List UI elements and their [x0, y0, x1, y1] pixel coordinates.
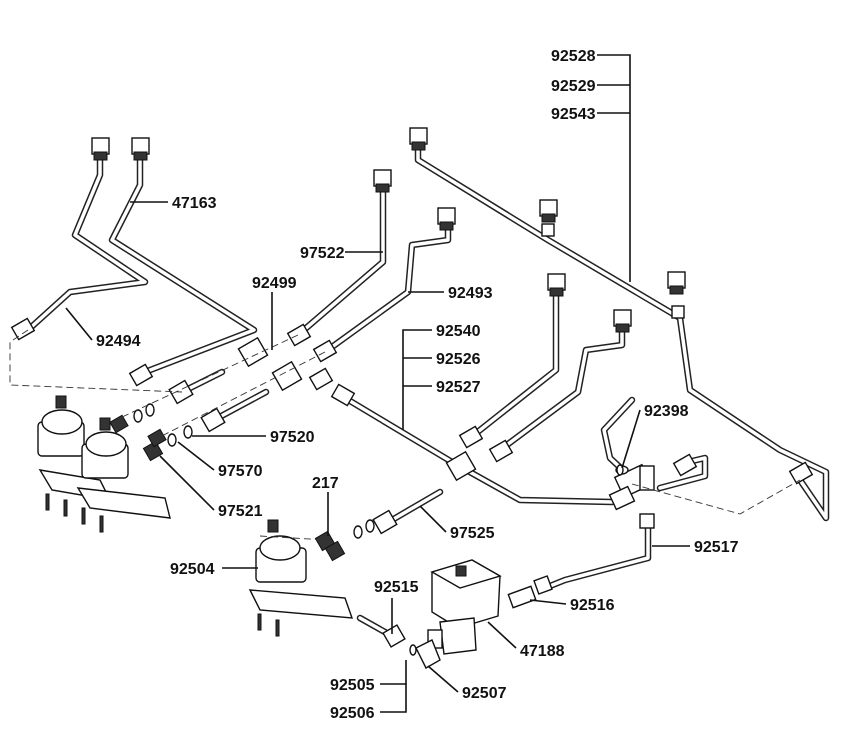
part-label-92526: 92526 [436, 351, 481, 368]
fitting-92516 [507, 575, 553, 609]
top-fitting [613, 309, 632, 333]
tube-92517 [541, 518, 652, 592]
tube-92398 [600, 396, 636, 476]
part-label-92528: 92528 [551, 48, 596, 65]
dashed-reference-lines [9, 329, 801, 541]
part-label-92504: 92504 [170, 561, 215, 578]
tube-92528 [414, 141, 830, 522]
part-label-92516: 92516 [570, 597, 615, 614]
fitting-97521 [109, 414, 346, 562]
tube-92493 [321, 221, 452, 356]
part-label-92527: 92527 [436, 379, 481, 396]
part-label-92529: 92529 [551, 78, 596, 95]
pump-92504-right [76, 417, 171, 519]
part-label-97521: 97521 [218, 503, 263, 520]
part-label-92506: 92506 [330, 705, 375, 722]
part-label-92507: 92507 [462, 685, 507, 702]
part-label-92517: 92517 [694, 539, 739, 556]
part-label-47163: 47163 [172, 195, 217, 212]
nut-fitting [10, 317, 814, 529]
solenoid-valve-47188 [427, 559, 502, 655]
part-label-47188: 47188 [520, 643, 565, 660]
pump-92504-lower [248, 519, 354, 619]
part-label-92493: 92493 [448, 285, 493, 302]
tube-92540 [336, 391, 616, 506]
part-labels: 92528 92529 92543 47163 97522 92499 9249… [96, 48, 739, 722]
top-fitting [539, 199, 558, 223]
top-fitting [437, 207, 456, 231]
tube-97522 [294, 186, 387, 339]
part-label-92398: 92398 [644, 403, 689, 420]
part-label-97520: 97520 [270, 429, 315, 446]
part-label-92494: 92494 [96, 333, 141, 350]
screw [45, 493, 280, 637]
tee-fitting [541, 223, 685, 319]
valve-assembly-92398 [608, 463, 655, 511]
top-fitting [91, 137, 110, 161]
part-label-92540: 92540 [436, 323, 481, 340]
top-fitting [547, 273, 566, 297]
tube-92526 [466, 291, 560, 442]
top-fitting [409, 127, 428, 151]
rod-97525 [388, 488, 444, 524]
nut-92515 [382, 624, 406, 648]
top-fitting [373, 169, 392, 193]
part-label-92515: 92515 [374, 579, 419, 596]
tube-92527 [496, 326, 626, 454]
part-label-92499: 92499 [252, 275, 297, 292]
leader-lines [65, 54, 690, 713]
part-label-92505: 92505 [330, 677, 375, 694]
top-fitting [131, 137, 150, 161]
tube-side-loop [656, 454, 709, 492]
tube-92494 [24, 156, 149, 334]
top-fitting [667, 271, 686, 295]
part-label-97522: 97522 [300, 245, 345, 262]
tube-47163 [108, 156, 258, 376]
o-ring [133, 403, 624, 656]
part-label-217: 217 [312, 475, 339, 492]
part-label-97525: 97525 [450, 525, 495, 542]
part-label-97570: 97570 [218, 463, 263, 480]
rod-lower [210, 388, 270, 424]
elbow-92507 [415, 639, 441, 669]
part-label-92543: 92543 [551, 106, 596, 123]
